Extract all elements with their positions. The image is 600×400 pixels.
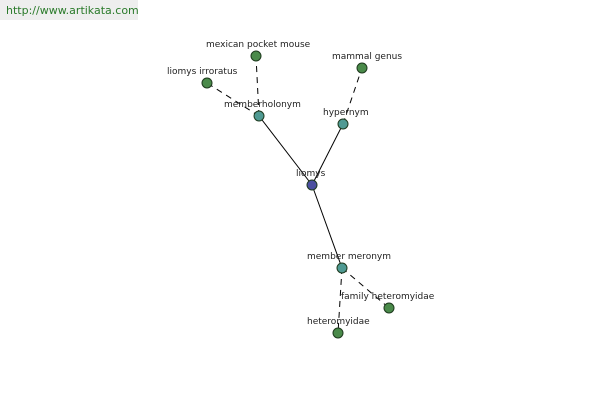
edge-liomys-to-hypernym	[311, 123, 344, 186]
node-marker[interactable]	[383, 302, 395, 314]
node-label: heteromyidae	[307, 317, 370, 327]
node-label: family heteromyidae	[341, 292, 435, 302]
node-marker[interactable]	[336, 262, 348, 274]
node-hypernym[interactable]: hypernym	[323, 108, 369, 130]
edge-liomys-to-memberholonym	[258, 115, 313, 186]
node-memberholonym[interactable]: memberholonym	[224, 100, 301, 122]
node-label: liomys	[296, 169, 326, 179]
edge-member-meronym-to-family-heteromyidae	[341, 267, 390, 309]
node-label: mammal genus	[332, 52, 402, 62]
node-family-heteromyidae[interactable]: family heteromyidae	[341, 292, 435, 314]
node-label: mexican pocket mouse	[206, 40, 311, 50]
node-mexican-pocket-mouse[interactable]: mexican pocket mouse	[206, 40, 311, 62]
node-marker[interactable]	[250, 50, 262, 62]
node-label: hypernym	[323, 108, 369, 118]
node-liomys-irroratus[interactable]: liomys irroratus	[167, 67, 238, 89]
edge-hypernym-to-mammal-genus	[342, 67, 363, 125]
node-label: liomys irroratus	[167, 67, 238, 77]
node-label: member meronym	[307, 252, 391, 262]
node-member-meronym[interactable]: member meronym	[307, 252, 391, 274]
node-heteromyidae[interactable]: heteromyidae	[307, 317, 370, 339]
node-marker[interactable]	[201, 77, 213, 89]
node-layer: liomys memberholonym hypernym member merony…	[167, 40, 435, 339]
watermark-url: http://www.artikata.com	[0, 0, 139, 20]
node-marker[interactable]	[253, 110, 265, 122]
node-marker[interactable]	[332, 327, 344, 339]
edge-layer	[206, 55, 390, 334]
edge-liomys-to-member-meronym	[311, 184, 343, 269]
node-marker[interactable]	[356, 62, 368, 74]
node-marker[interactable]	[337, 118, 349, 130]
node-liomys[interactable]: liomys	[296, 169, 326, 191]
node-marker[interactable]	[306, 179, 318, 191]
node-label: memberholonym	[224, 100, 301, 110]
node-mammal-genus[interactable]: mammal genus	[332, 52, 402, 74]
